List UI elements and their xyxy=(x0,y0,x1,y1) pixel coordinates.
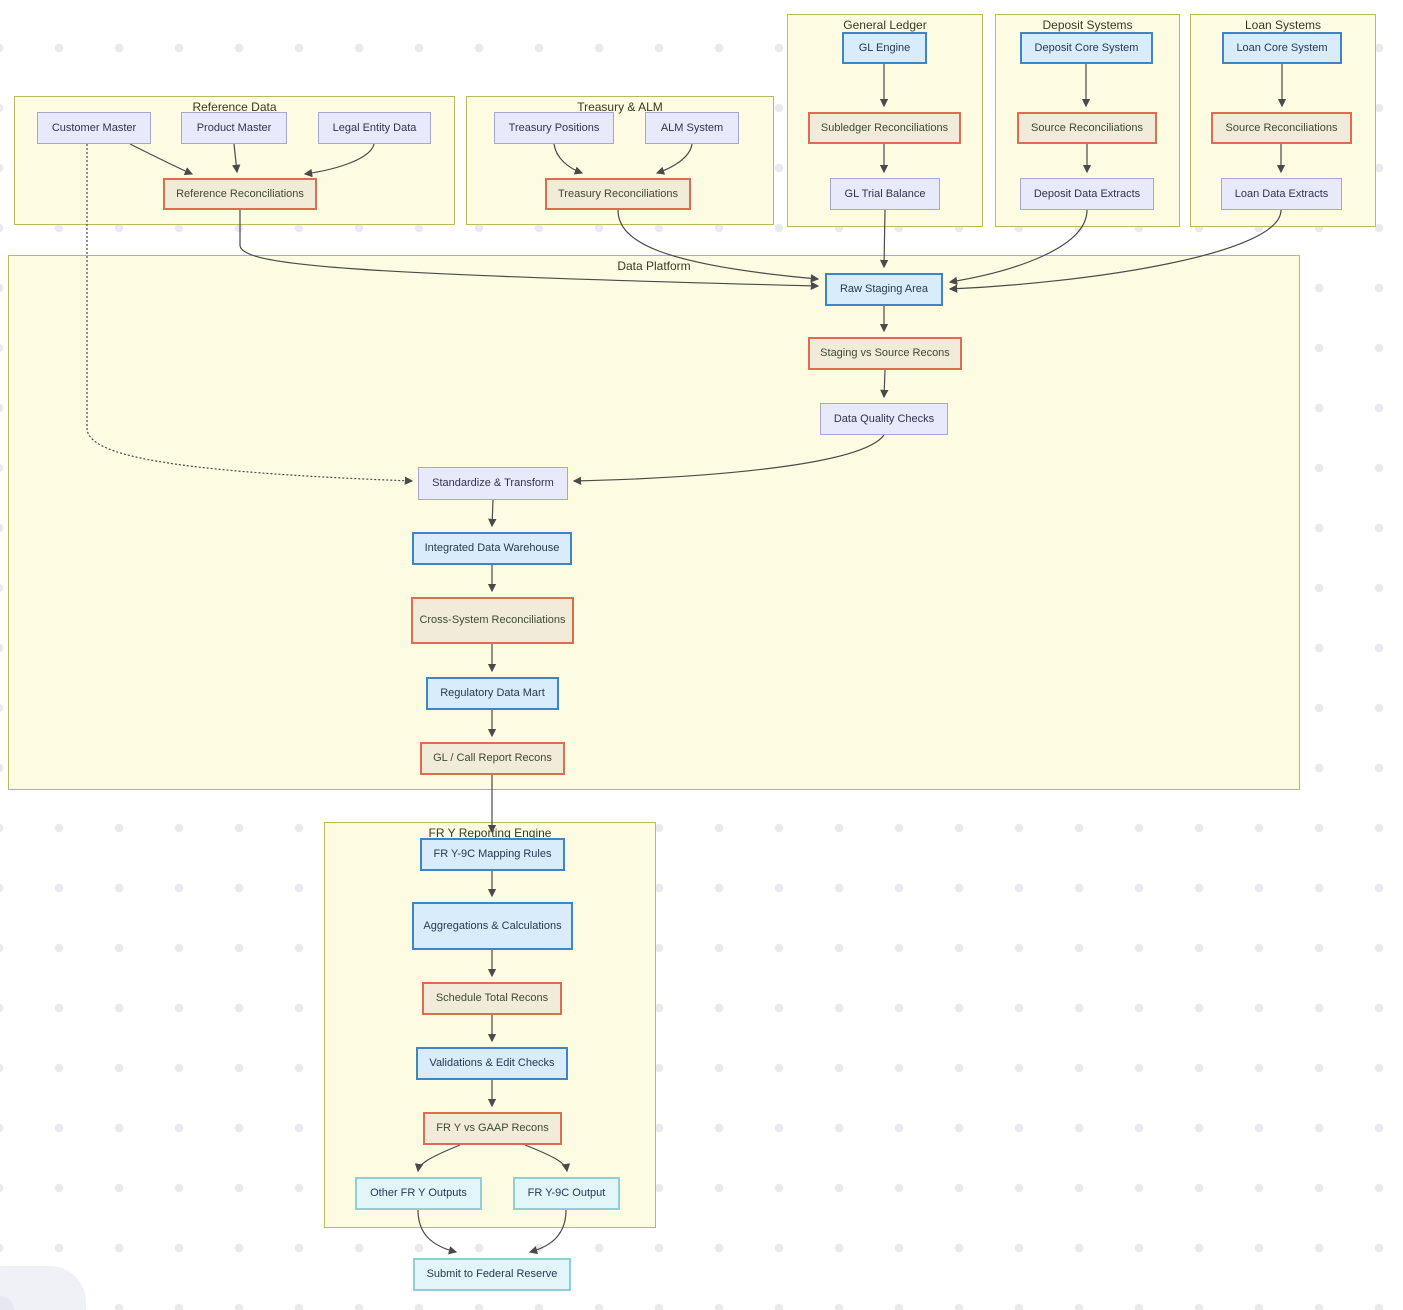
group-label-data-platform: Data Platform xyxy=(617,259,691,273)
node-deposit-data-extracts: Deposit Data Extracts xyxy=(1020,178,1154,210)
node-regulatory-data-mart: Regulatory Data Mart xyxy=(426,677,559,710)
node-product-master: Product Master xyxy=(181,112,287,144)
group-label-reference-data: Reference Data xyxy=(192,100,277,114)
node-fry9c-output: FR Y-9C Output xyxy=(513,1177,620,1210)
node-treasury-positions: Treasury Positions xyxy=(494,112,614,144)
node-integrated-data-warehouse: Integrated Data Warehouse xyxy=(412,532,572,565)
node-data-quality-checks: Data Quality Checks xyxy=(820,403,948,435)
node-schedule-total-recons: Schedule Total Recons xyxy=(422,982,562,1015)
node-loan-source-reconciliations: Source Reconciliations xyxy=(1211,112,1352,144)
group-label-treasury-alm: Treasury & ALM xyxy=(577,100,663,114)
node-deposit-core-system: Deposit Core System xyxy=(1020,32,1153,64)
node-staging-vs-source-recons: Staging vs Source Recons xyxy=(808,337,962,370)
node-raw-staging-area: Raw Staging Area xyxy=(825,273,943,306)
node-gl-call-report-recons: GL / Call Report Recons xyxy=(420,742,565,775)
node-fry-vs-gaap-recons: FR Y vs GAAP Recons xyxy=(423,1112,562,1145)
group-label-general-ledger: General Ledger xyxy=(843,18,927,32)
node-submit-to-federal-reserve: Submit to Federal Reserve xyxy=(413,1258,571,1291)
node-subledger-reconciliations: Subledger Reconciliations xyxy=(808,112,961,144)
node-treasury-reconciliations: Treasury Reconciliations xyxy=(545,178,691,210)
node-deposit-source-reconciliations: Source Reconciliations xyxy=(1017,112,1157,144)
node-reference-reconciliations: Reference Reconciliations xyxy=(163,178,317,210)
node-cross-system-reconciliations: Cross-System Reconciliations xyxy=(411,597,574,644)
node-customer-master: Customer Master xyxy=(37,112,151,144)
group-label-loan-systems: Loan Systems xyxy=(1244,18,1322,32)
group-fry-reporting-engine: FR Y Reporting Engine xyxy=(324,822,656,1228)
node-standardize-transform: Standardize & Transform xyxy=(418,467,568,500)
corner-widget xyxy=(0,1266,86,1310)
node-loan-core-system: Loan Core System xyxy=(1222,32,1342,64)
node-aggregations-calculations: Aggregations & Calculations xyxy=(412,902,573,950)
node-fry9c-mapping-rules: FR Y-9C Mapping Rules xyxy=(420,838,565,871)
node-legal-entity-data: Legal Entity Data xyxy=(318,112,431,144)
node-validations-edit-checks: Validations & Edit Checks xyxy=(416,1047,568,1080)
node-gl-engine: GL Engine xyxy=(842,32,927,64)
node-other-fry-outputs: Other FR Y Outputs xyxy=(355,1177,482,1210)
node-loan-data-extracts: Loan Data Extracts xyxy=(1221,178,1342,210)
group-data-platform: Data Platform xyxy=(8,255,1300,790)
node-alm-system: ALM System xyxy=(645,112,739,144)
node-gl-trial-balance: GL Trial Balance xyxy=(830,178,940,210)
group-label-deposit-systems: Deposit Systems xyxy=(1042,18,1133,32)
